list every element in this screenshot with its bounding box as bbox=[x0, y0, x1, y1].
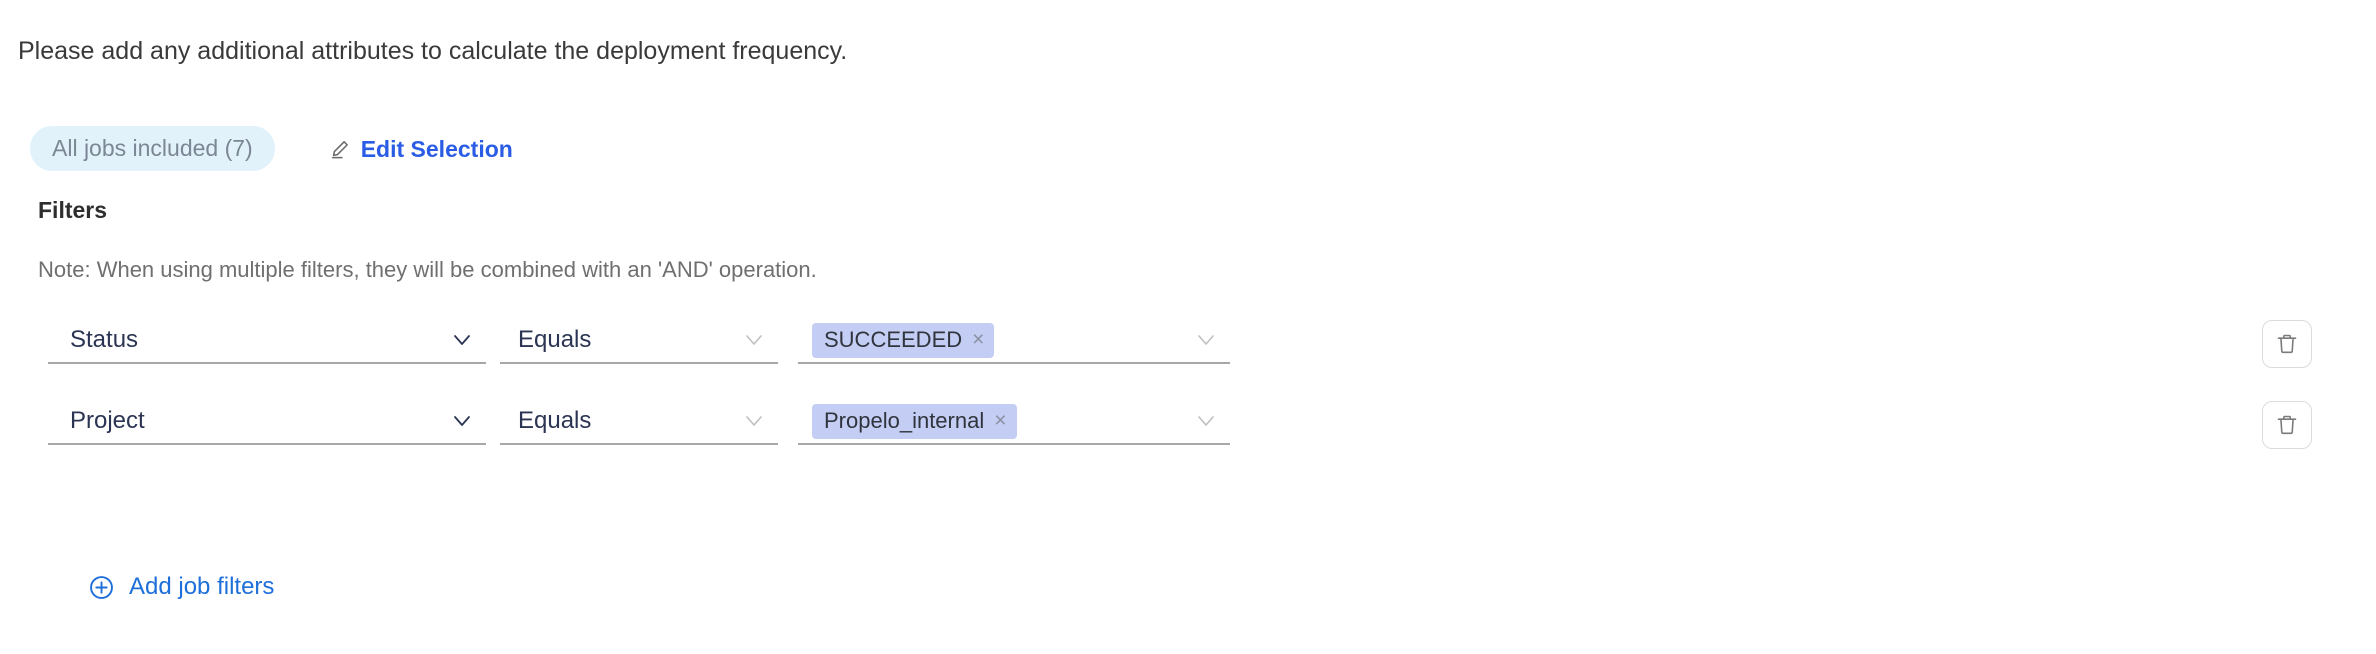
jobs-included-pill: All jobs included (7) bbox=[30, 126, 275, 171]
chevron-down-icon bbox=[742, 328, 766, 352]
delete-filter-button[interactable] bbox=[2262, 320, 2312, 368]
value-chip-label: Propelo_internal bbox=[824, 407, 985, 433]
close-icon[interactable]: × bbox=[972, 328, 985, 351]
filters-note: Note: When using multiple filters, they … bbox=[38, 257, 817, 282]
chevron-down-icon bbox=[450, 328, 474, 352]
job-selection-row: All jobs included (7) Edit Selection bbox=[30, 126, 513, 171]
chevron-down-icon bbox=[1194, 328, 1218, 352]
intro-text: Please add any additional attributes to … bbox=[18, 37, 848, 65]
filter-attribute-select[interactable]: Project bbox=[48, 399, 486, 445]
filters-heading: Filters bbox=[38, 197, 108, 223]
filter-attribute-select[interactable]: Status bbox=[48, 318, 486, 364]
plus-circle-icon bbox=[88, 574, 115, 601]
trash-icon bbox=[2275, 332, 2299, 356]
delete-filter-button[interactable] bbox=[2262, 401, 2312, 449]
filter-value-select[interactable]: SUCCEEDED × bbox=[798, 318, 1230, 364]
filter-value-select[interactable]: Propelo_internal × bbox=[798, 399, 1230, 445]
trash-icon bbox=[2275, 413, 2299, 437]
chevron-down-icon bbox=[450, 409, 474, 433]
filter-operator-value: Equals bbox=[518, 326, 592, 353]
filter-operator-select[interactable]: Equals bbox=[500, 399, 778, 445]
add-job-filters-label: Add job filters bbox=[129, 573, 275, 600]
filter-attribute-value: Status bbox=[70, 326, 139, 353]
filter-value-chips: Propelo_internal × bbox=[812, 403, 1194, 439]
filter-value-chips: SUCCEEDED × bbox=[812, 322, 1194, 358]
value-chip-label: SUCCEEDED bbox=[824, 326, 963, 352]
edit-selection-button[interactable]: Edit Selection bbox=[329, 136, 513, 162]
add-job-filters-button[interactable]: Add job filters bbox=[88, 573, 274, 601]
value-chip[interactable]: SUCCEEDED × bbox=[812, 322, 995, 358]
value-chip[interactable]: Propelo_internal × bbox=[812, 403, 1017, 439]
close-icon[interactable]: × bbox=[994, 409, 1007, 432]
filter-operator-select[interactable]: Equals bbox=[500, 318, 778, 364]
filter-attribute-value: Project bbox=[70, 407, 145, 434]
chevron-down-icon bbox=[1194, 409, 1218, 433]
pencil-icon bbox=[329, 138, 351, 160]
filter-operator-value: Equals bbox=[518, 407, 592, 434]
chevron-down-icon bbox=[742, 409, 766, 433]
edit-selection-label: Edit Selection bbox=[360, 135, 513, 162]
